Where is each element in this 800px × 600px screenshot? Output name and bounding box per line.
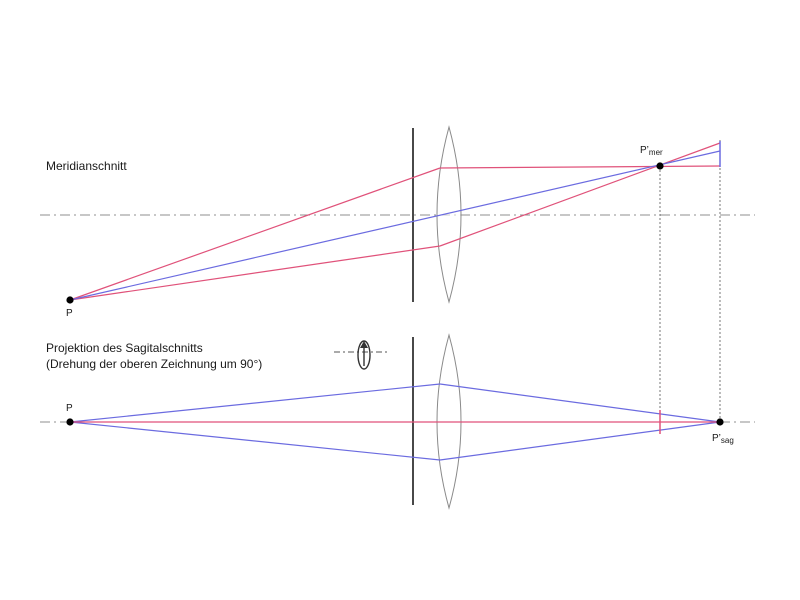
mer-red-ray-upper-out xyxy=(439,165,721,169)
sag-blue-ray-lower-in xyxy=(69,421,441,461)
sagittal-section-title: Projektion des Sagitalschnitts xyxy=(46,341,203,355)
image-point-meridional-label: P’mer xyxy=(640,143,663,160)
object-point-top-label: P xyxy=(66,308,73,319)
meridional-section-title: Meridianschnitt xyxy=(46,159,127,173)
image-mer-main-text: P’ xyxy=(640,145,649,156)
mer-blue-chief-ray xyxy=(69,150,721,301)
image-point-sagittal-label: P’sag xyxy=(712,431,734,448)
image-point-meridional xyxy=(656,162,664,170)
lens-top xyxy=(436,125,462,304)
object-point-bottom-label: P xyxy=(66,403,73,414)
mer-red-ray-upper-in xyxy=(69,167,441,301)
mer-red-ray-lower-in xyxy=(69,245,441,301)
rotation-icon xyxy=(334,340,388,370)
sagittal-section-subtitle: (Drehung der oberen Zeichnung um 90°) xyxy=(46,357,263,371)
image-point-sagittal xyxy=(716,418,724,426)
object-point-bottom xyxy=(66,418,74,426)
object-point-top xyxy=(66,296,74,304)
image-sag-subscript: sag xyxy=(720,436,734,445)
sag-blue-ray-lower-out xyxy=(439,421,721,461)
sag-blue-ray-upper-out xyxy=(439,383,721,423)
image-mer-subscript: mer xyxy=(648,148,663,157)
mer-red-ray-lower-out xyxy=(439,142,721,247)
sag-blue-ray-upper-in xyxy=(69,383,441,423)
image-sag-main-text: P’ xyxy=(712,433,721,444)
